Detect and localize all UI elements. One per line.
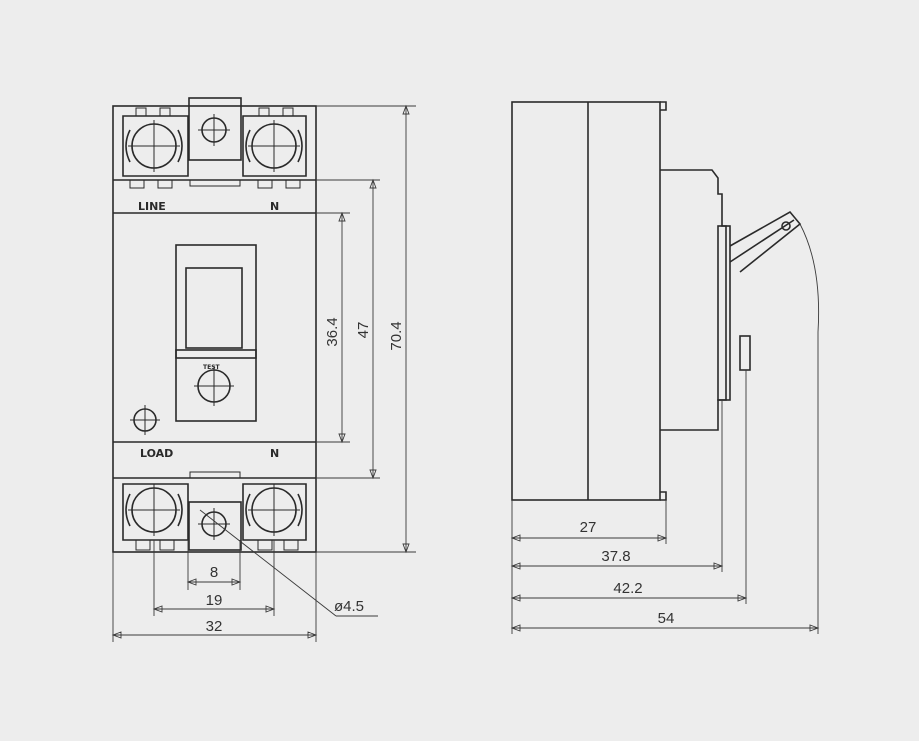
dim-27: 27 — [580, 519, 597, 536]
dim-37-8: 37.8 — [601, 548, 630, 565]
side-step-profile — [660, 169, 727, 431]
dim-47: 47 — [355, 322, 372, 339]
handle-window — [185, 267, 243, 349]
side-view: 27 37.8 42.2 54 — [510, 101, 820, 634]
dim-hole-diameter: ø4.5 — [334, 598, 364, 615]
side-dimensions — [510, 332, 820, 634]
test-label: TEST — [203, 364, 221, 371]
handle-frame — [175, 244, 257, 422]
line-label: LINE — [138, 200, 166, 213]
dim-8: 8 — [210, 564, 218, 581]
dim-70-4: 70.4 — [388, 321, 405, 350]
front-view: LINE N TEST — [111, 97, 416, 642]
front-body-outline — [112, 105, 317, 553]
side-body-outline — [511, 101, 661, 501]
dim-19: 19 — [206, 592, 223, 609]
dim-36-4: 36.4 — [324, 317, 341, 346]
n-top-label: N — [270, 200, 279, 213]
handle-lever — [729, 210, 802, 273]
front-vertical-dimensions — [316, 104, 416, 554]
breaker-cover: TEST — [130, 244, 257, 435]
front-horizontal-dimensions — [111, 509, 378, 642]
bottom-terminal-block — [113, 441, 316, 551]
dim-42-2: 42.2 — [613, 580, 642, 597]
dim-54: 54 — [658, 610, 675, 627]
top-terminal-block — [113, 97, 316, 214]
load-label: LOAD — [140, 447, 173, 460]
dim-32: 32 — [206, 618, 223, 635]
n-bottom-label: N — [270, 447, 279, 460]
